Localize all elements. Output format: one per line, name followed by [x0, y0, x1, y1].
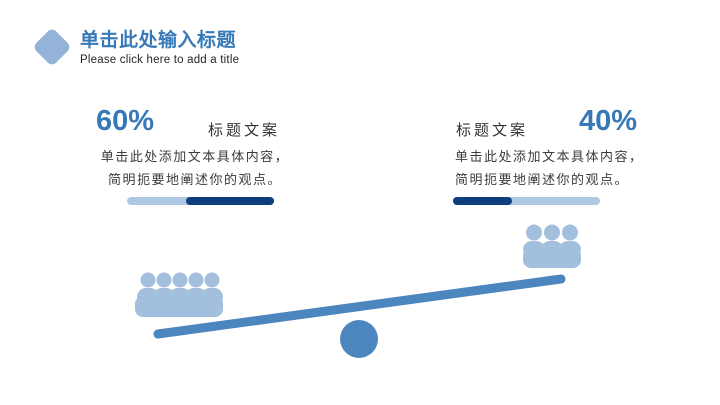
- left-percent-value[interactable]: 60%: [96, 105, 155, 137]
- right-progress-fill: [453, 197, 512, 205]
- left-people-group: [135, 272, 223, 317]
- right-body-line2: 简明扼要地阐述你的观点。: [455, 172, 630, 187]
- group-body: [135, 296, 223, 317]
- right-percent-value[interactable]: 40%: [578, 105, 637, 137]
- group-body: [523, 248, 581, 268]
- left-progress-fill: [185, 197, 274, 205]
- left-stat-body[interactable]: 单击此处添加文本具体内容， 简明扼要地阐述你的观点。: [84, 145, 306, 191]
- page-subtitle[interactable]: Please click here to add a title: [80, 54, 240, 66]
- left-body-line1: 单击此处添加文本具体内容，: [100, 149, 290, 164]
- left-body-line2: 简明扼要地阐述你的观点。: [107, 172, 282, 187]
- seesaw-beam: [153, 274, 566, 339]
- right-stat-body[interactable]: 单击此处添加文本具体内容， 简明扼要地阐述你的观点。: [455, 145, 677, 191]
- right-body-line1: 单击此处添加文本具体内容，: [455, 149, 644, 164]
- left-stat-label[interactable]: 标题文案: [208, 122, 281, 139]
- left-progress-bar: [127, 197, 274, 205]
- right-people-group: [523, 224, 581, 268]
- fulcrum-circle: [340, 320, 378, 358]
- page-title[interactable]: 单击此处输入标题: [80, 30, 237, 51]
- right-progress-bar: [453, 197, 600, 205]
- right-stat-label[interactable]: 标题文案: [456, 122, 529, 139]
